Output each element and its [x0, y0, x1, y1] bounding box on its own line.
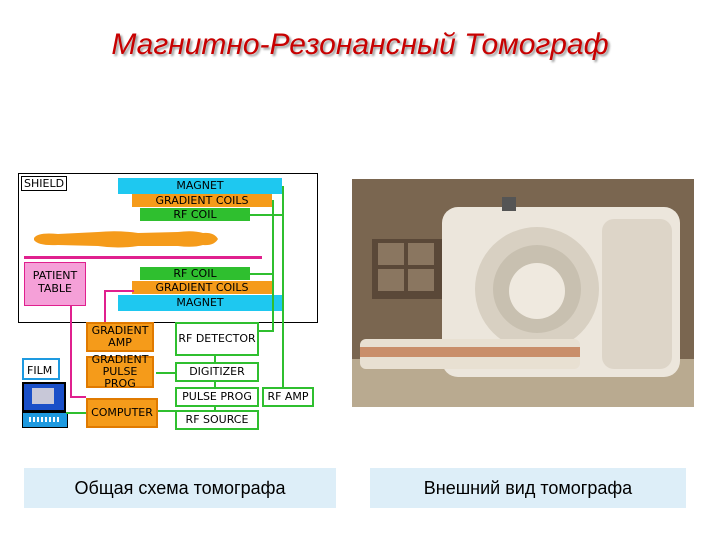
digitizer: DIGITIZER [175, 362, 259, 382]
magnet-top: MAGNET [118, 178, 282, 194]
computer: COMPUTER [86, 398, 158, 428]
wire [250, 214, 284, 216]
gradient-coils-bottom: GRADIENT COILS [132, 281, 272, 294]
wire [272, 200, 274, 330]
wire [214, 356, 216, 362]
shield-label: SHIELD [21, 176, 68, 191]
caption-exterior: Внешний вид томографа [370, 468, 686, 508]
rf-detector: RF DETECTOR [175, 322, 259, 356]
mri-scanner-photo [352, 179, 694, 407]
wire [70, 306, 72, 398]
caption-schema: Общая схема томографа [24, 468, 336, 508]
wire [282, 186, 284, 388]
patient-silhouette [34, 231, 218, 248]
magnet-bottom: MAGNET [118, 295, 282, 311]
wire [250, 273, 274, 275]
monitor-icon [22, 382, 66, 412]
pulse-prog: PULSE PROG [175, 387, 259, 407]
rf-coil-top: RF COIL [140, 208, 250, 221]
gradient-pulse-prog: GRADIENT PULSE PROG [86, 354, 154, 390]
wire [66, 412, 86, 414]
wire [70, 396, 86, 398]
rf-source: RF SOURCE [175, 410, 259, 430]
patient-table: PATIENT TABLE [24, 262, 86, 306]
rf-coil-bottom: RF COIL [140, 267, 250, 280]
table-rail [24, 256, 262, 259]
gradient-amp: GRADIENT AMP [86, 322, 154, 352]
slide-title: Магнитно-Резонансный Томограф [111, 28, 609, 61]
wire [214, 407, 216, 410]
film-label: FILM [22, 358, 60, 380]
wire [214, 382, 216, 387]
wire [104, 290, 134, 292]
wire [156, 372, 175, 374]
wire [104, 290, 106, 322]
wire [158, 410, 175, 412]
mri-scanner-illustration [352, 179, 694, 407]
wire [259, 330, 274, 332]
rf-amp: RF AMP [262, 387, 314, 407]
gradient-coils-top: GRADIENT COILS [132, 194, 272, 207]
keyboard-icon [22, 412, 68, 428]
